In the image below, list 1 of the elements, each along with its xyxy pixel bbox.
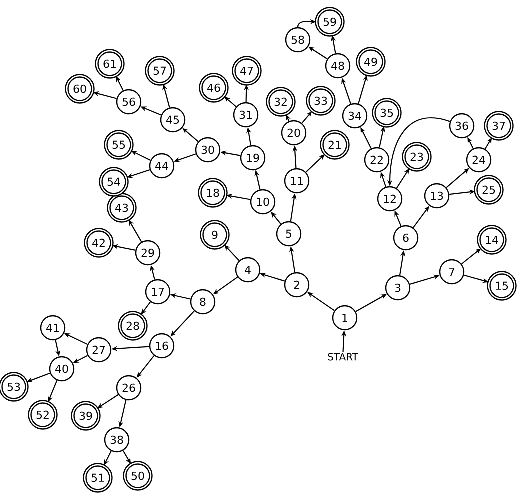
start-label: START (328, 353, 358, 361)
